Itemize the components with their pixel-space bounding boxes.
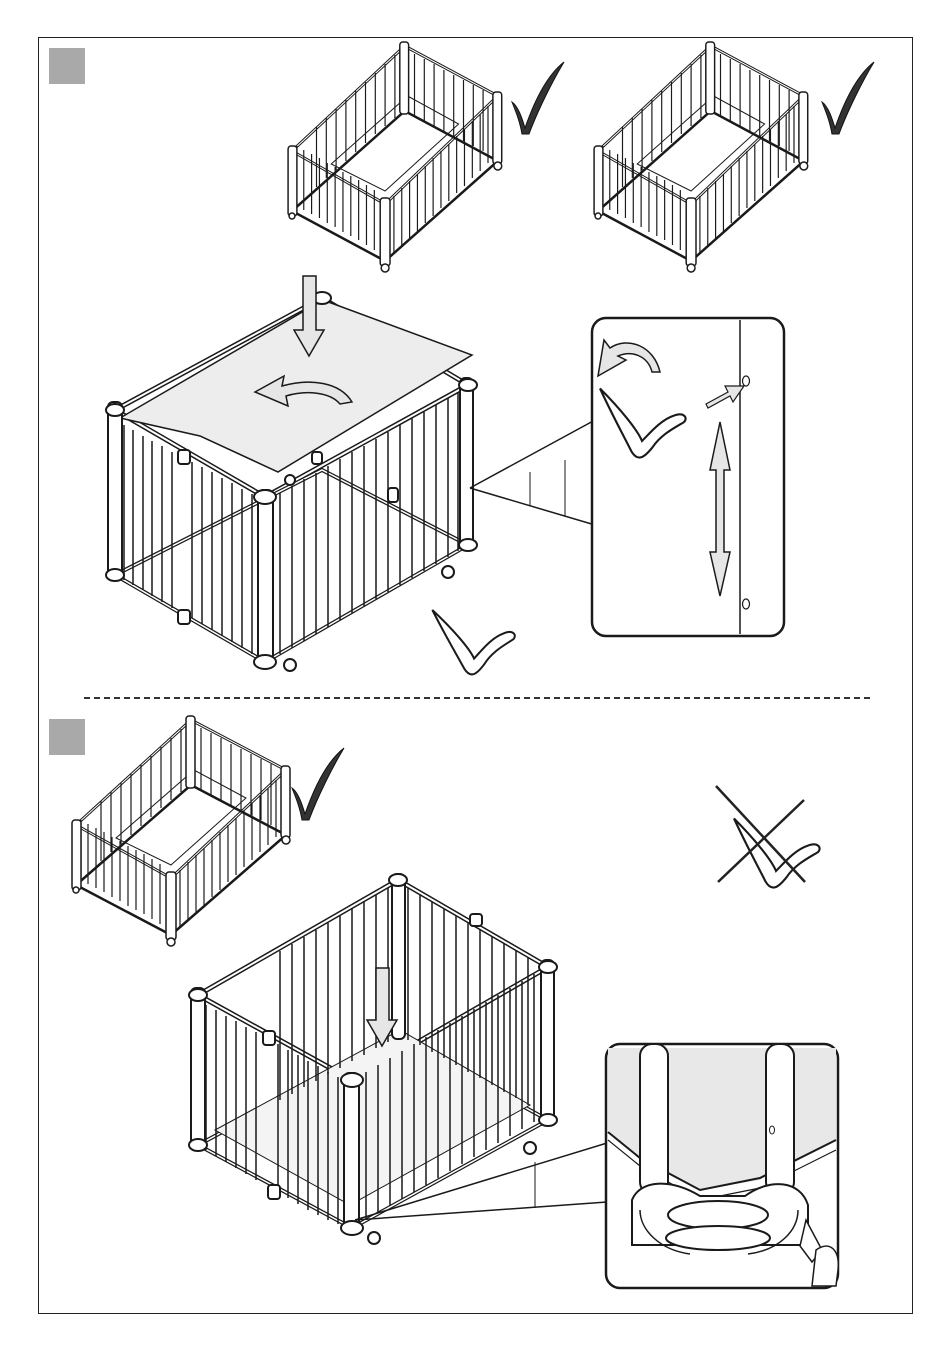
playpen-large-step-1 [106,276,477,671]
crossed-out-icon [716,786,820,888]
checkmark-icon [292,748,344,820]
pen-thumbnail-2 [594,42,808,272]
checkmark-icon [822,62,874,134]
pen-thumbnail-3 [72,716,290,946]
detail-view-step-1 [592,318,784,636]
hook-clip [432,607,516,676]
playpen-large-step-2 [189,874,557,1244]
detail-view-step-2 [606,1044,838,1288]
pen-thumbnail-1 [288,42,502,272]
checkmark-icon [512,62,564,134]
